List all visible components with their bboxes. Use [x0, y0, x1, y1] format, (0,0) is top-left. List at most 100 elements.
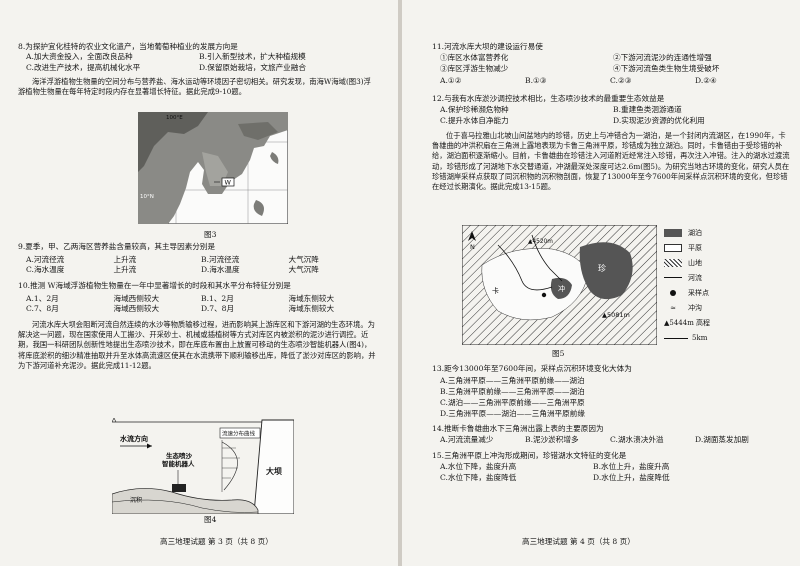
q9-option-a-1[interactable]: A.河流径流: [26, 255, 65, 264]
q14-option-c[interactable]: C.湖水溃决外溢: [610, 435, 664, 444]
q9-option-d-2[interactable]: 大气沉降: [288, 265, 319, 274]
q10-option-a-2[interactable]: 海域西侧较大: [113, 294, 160, 303]
map5-legend: 湖泊 平原 山地 河流 采样点 ≈冲沟 ▲5444m 高程 5km: [664, 228, 774, 343]
q14-option-a[interactable]: A.河流流量减少: [440, 435, 494, 444]
q9-option-c-2[interactable]: 上升流: [113, 265, 137, 274]
q8-option-d[interactable]: D.保留原始栽培，文旅产业融合: [199, 62, 306, 72]
figure-3-map: W 100°E 10°N: [138, 112, 288, 224]
q10-option-d-2[interactable]: 海域东侧较大: [288, 304, 335, 313]
passage-11-12: 河流水库大坝会阻断河流自然连续的水沙等物质输移过程，进而影响其上游库区和下游河湖…: [18, 320, 376, 370]
figure-3-caption: 图3: [204, 230, 217, 239]
q14-option-b[interactable]: B.泥沙淤积增多: [525, 435, 579, 444]
q10-option-c-1[interactable]: C.7、8月: [26, 304, 59, 313]
legend-plain-row: 平原: [664, 243, 774, 253]
q11-stem: 11.河流水库大坝的建设运行易使: [432, 42, 543, 51]
q13-option-c[interactable]: C.湖泊——三角洲平原前缘——三角洲平原: [440, 398, 585, 407]
q13-stem: 13.距今13000年至7600年间，采样点沉积环境变化大体为: [432, 364, 632, 373]
q11-statements: ①库区水体富营养化 ②下游河流泥沙的连通性增强 ③库区浮游生物减少 ④下游河流鱼…: [440, 53, 780, 74]
legend-scale: 5km: [692, 334, 708, 342]
q9-options: A.河流径流 上升流 B.河流径流 大气沉降 C.海水温度 上升流 D.海水温度…: [26, 255, 376, 275]
fig4-flow-label: 水流方向: [120, 434, 148, 443]
q11-option-c[interactable]: C.②③: [610, 76, 632, 85]
q12-option-b[interactable]: B.重建鱼类洄游通道: [613, 105, 682, 114]
map5-lake-chong: 冲: [558, 284, 565, 293]
q13-options: A.三角洲平原——三角洲平原前缘——湖泊 B.三角洲平原前缘——三角洲平原——湖…: [440, 375, 585, 419]
q15-option-c[interactable]: C.水位下降，盐度降低: [440, 472, 517, 482]
q11-option-b[interactable]: B.①③: [525, 76, 547, 85]
legend-river: 河流: [688, 274, 702, 282]
legend-sample-row: 采样点: [664, 288, 774, 298]
legend-elev: ▲5444m 高程: [664, 319, 711, 327]
passage-9-10: 海洋浮游植物生物量的空间分布与营养盐、海水运动等环境因子密切相关。研究发现，南海…: [18, 77, 371, 97]
q15-option-a[interactable]: A.水位下降，盐度升高: [440, 462, 517, 471]
exam-page-3: 8.为探护宜化桂特的农业文化遗产，当地葡萄种植业的发展方向是 A.加大资金投入，…: [0, 0, 398, 566]
map3-w-marker: W: [225, 179, 232, 187]
q10-option-b-2[interactable]: 海域东侧较大: [288, 294, 335, 303]
q8-option-c[interactable]: C.改进生产技术，提高机械化水平: [26, 62, 141, 72]
q8-stem: 8.为探护宜化桂特的农业文化遗产，当地葡萄种植业的发展方向是: [18, 42, 238, 51]
legend-mountain: 山地: [688, 259, 702, 267]
q10-option-a-1[interactable]: A.1、2月: [26, 294, 59, 303]
q11-option-d[interactable]: D.②④: [695, 76, 717, 85]
q9-option-b-1[interactable]: B.河流径流: [201, 255, 240, 264]
q8-option-a[interactable]: A.加大资金投入，全面改良品种: [26, 52, 133, 61]
figure-4-diagram: 水流方向 流速分布曲线 大坝 沉积 生态喷沙 智能机器人: [112, 418, 294, 514]
fig4-dist-label: 流速分布曲线: [222, 430, 256, 438]
q9-option-d-1[interactable]: D.海水温度: [201, 265, 240, 274]
map5-river-label: 卡: [492, 286, 499, 295]
legend-mountain-row: 山地: [664, 258, 774, 268]
figure-4-caption: 图4: [204, 515, 217, 524]
fig4-bed-label: 沉积: [130, 496, 142, 504]
q15-option-d[interactable]: D.水位上升，盐度降低: [593, 472, 670, 482]
q11-statement-1: ①库区水体富营养化: [440, 53, 509, 62]
q10-option-d-1[interactable]: D.7、8月: [201, 304, 235, 313]
q12-option-d[interactable]: D.实现泥沙资源的优化利用: [613, 115, 705, 125]
q9-stem: 9.夏季，甲、乙两海区营养盐含量较高，其主导因素分别是: [18, 242, 216, 251]
q13-option-d[interactable]: D.三角洲平原——湖泊——三角洲平原前缘: [440, 409, 585, 418]
q13-option-a[interactable]: A.三角洲平原——三角洲平原前缘——湖泊: [440, 376, 585, 385]
q8-option-b[interactable]: B.引入新型技术，扩大种植规模: [199, 52, 306, 61]
q9-option-c-1[interactable]: C.海水温度: [26, 265, 65, 274]
q12-option-a[interactable]: A.保护珍稀濒危物种: [440, 105, 509, 114]
q9-option-a-2[interactable]: 上升流: [113, 255, 137, 264]
exam-page-4: 11.河流水库大坝的建设运行易使 ①库区水体富营养化 ②下游河流泥沙的连通性增强…: [402, 0, 800, 566]
q11-options: A.①② B.①③ C.②③ D.②④: [440, 76, 780, 86]
figure-5-caption: 图5: [552, 349, 565, 358]
legend-river-row: 河流: [664, 273, 774, 283]
q12-option-c[interactable]: C.提升水体自净能力: [440, 115, 509, 125]
legend-lake: 湖泊: [688, 229, 702, 237]
q9-option-b-2[interactable]: 大气沉降: [288, 255, 319, 264]
q12-options: A.保护珍稀濒危物种 B.重建鱼类洄游通道 C.提升水体自净能力 D.实现泥沙资…: [440, 105, 780, 126]
q14-options: A.河流流量减少 B.泥沙淤积增多 C.湖水溃决外溢 D.湖面蒸发加剧: [440, 435, 780, 445]
q11-option-a[interactable]: A.①②: [440, 76, 462, 85]
figure-5-map: N ▲5081m ▲4520m 珍 冲 卡: [462, 225, 657, 345]
q10-options: A.1、2月 海域西侧较大 B.1、2月 海域东侧较大 C.7、8月 海域西侧较…: [26, 294, 376, 314]
legend-sample: 采样点: [688, 289, 709, 297]
legend-fan-row: ≈冲沟: [670, 304, 702, 312]
map5-peak-1: ▲5081m: [602, 311, 630, 319]
page-footer-4: 高三地理试题 第 4 页（共 8 页）: [522, 537, 635, 546]
legend-scale-row: 5km: [664, 333, 774, 343]
map3-lon-label: 100°E: [166, 115, 183, 121]
q10-option-b-1[interactable]: B.1、2月: [201, 294, 234, 303]
fig4-dam-label: 大坝: [266, 466, 282, 476]
q15-option-b[interactable]: B.水位上升，盐度升高: [593, 462, 670, 471]
q15-options: A.水位下降，盐度升高 B.水位上升，盐度升高 C.水位下降，盐度降低 D.水位…: [440, 462, 740, 483]
q14-option-d[interactable]: D.湖面蒸发加剧: [695, 435, 749, 444]
legend-fan: 冲沟: [688, 304, 702, 312]
fig4-robot-label-1: 生态喷沙: [166, 451, 193, 460]
map5-peak-2: ▲4520m: [528, 239, 553, 245]
q8-options: A.加大资金投入，全面改良品种 B.引入新型技术，扩大种植规模 C.改进生产技术…: [26, 52, 366, 73]
q10-option-c-2[interactable]: 海域西侧较大: [113, 304, 160, 313]
q10-stem: 10.推测 W海域浮游植物生物量在一年中显著增长的时段和其水平分布特征分别是: [18, 281, 291, 290]
q11-statement-2: ②下游河流泥沙的连通性增强: [613, 53, 712, 62]
q11-statement-4: ④下游河流鱼类生物生境受破坏: [613, 63, 720, 73]
page-footer-3: 高三地理试题 第 3 页（共 8 页）: [160, 537, 273, 546]
passage-13-15: 位于喜马拉雅山北坡山间盆地内的珍错，历史上与冲错合为一湖泊，是一个封闭内流湖区，…: [432, 131, 790, 192]
legend-plain: 平原: [688, 244, 702, 252]
fig4-robot-label-2: 智能机器人: [162, 459, 195, 468]
q13-option-b[interactable]: B.三角洲平原前缘——三角洲平原——湖泊: [440, 387, 585, 396]
page-gutter: [398, 0, 402, 566]
map5-north-label: N: [470, 243, 475, 251]
q11-statement-3: ③库区浮游生物减少: [440, 63, 509, 73]
